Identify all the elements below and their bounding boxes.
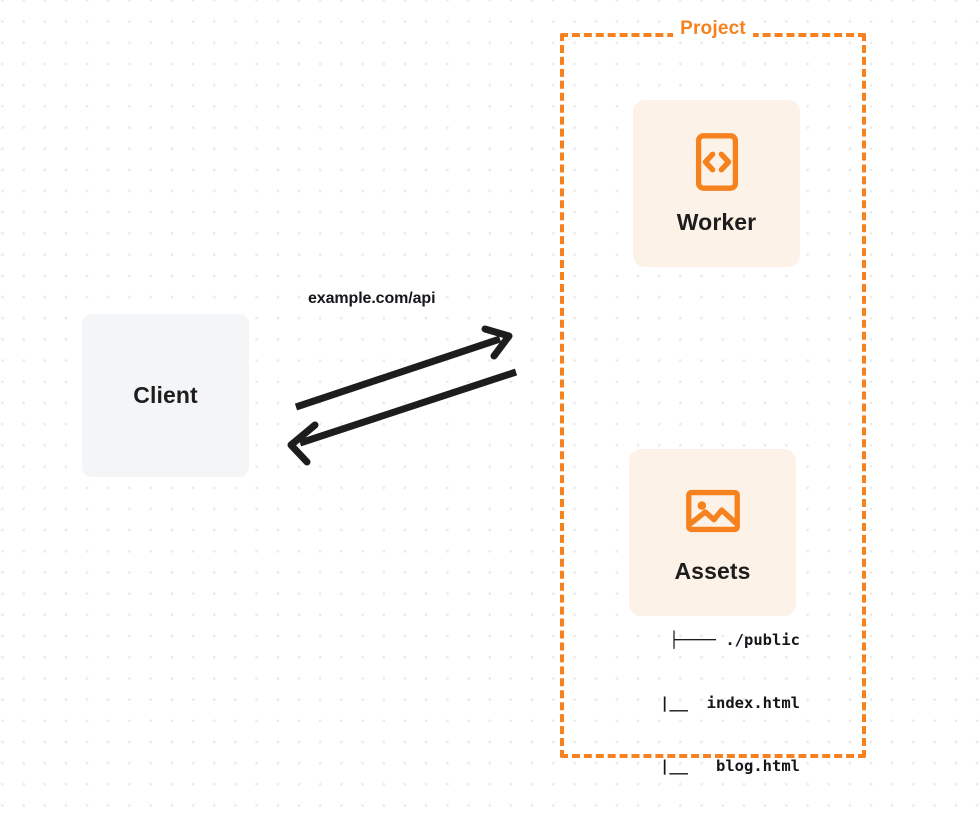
file-tree-line: ├──── ./public bbox=[669, 631, 800, 649]
worker-card-label: Worker bbox=[676, 209, 757, 235]
assets-card[interactable]: Assets bbox=[629, 449, 796, 616]
project-group: Project bbox=[560, 19, 866, 758]
file-tree-line: |__ blog.html bbox=[613, 757, 800, 775]
client-node[interactable]: Client bbox=[82, 314, 249, 477]
assets-card-label: Assets bbox=[674, 558, 751, 584]
assets-file-tree: ├──── ./public |__ index.html |__ blog.h… bbox=[560, 588, 866, 818]
response-arrow bbox=[287, 368, 518, 466]
project-title: Project bbox=[680, 18, 746, 39]
request-arrow bbox=[294, 325, 513, 411]
client-label: Client bbox=[133, 382, 198, 408]
worker-card[interactable]: Worker bbox=[633, 100, 800, 267]
connection-label: example.com/api bbox=[308, 290, 436, 307]
project-title-container: Project bbox=[673, 19, 753, 38]
file-tree-line: |__ index.html bbox=[613, 694, 800, 712]
image-icon bbox=[682, 480, 744, 542]
code-brackets-icon bbox=[686, 131, 748, 193]
